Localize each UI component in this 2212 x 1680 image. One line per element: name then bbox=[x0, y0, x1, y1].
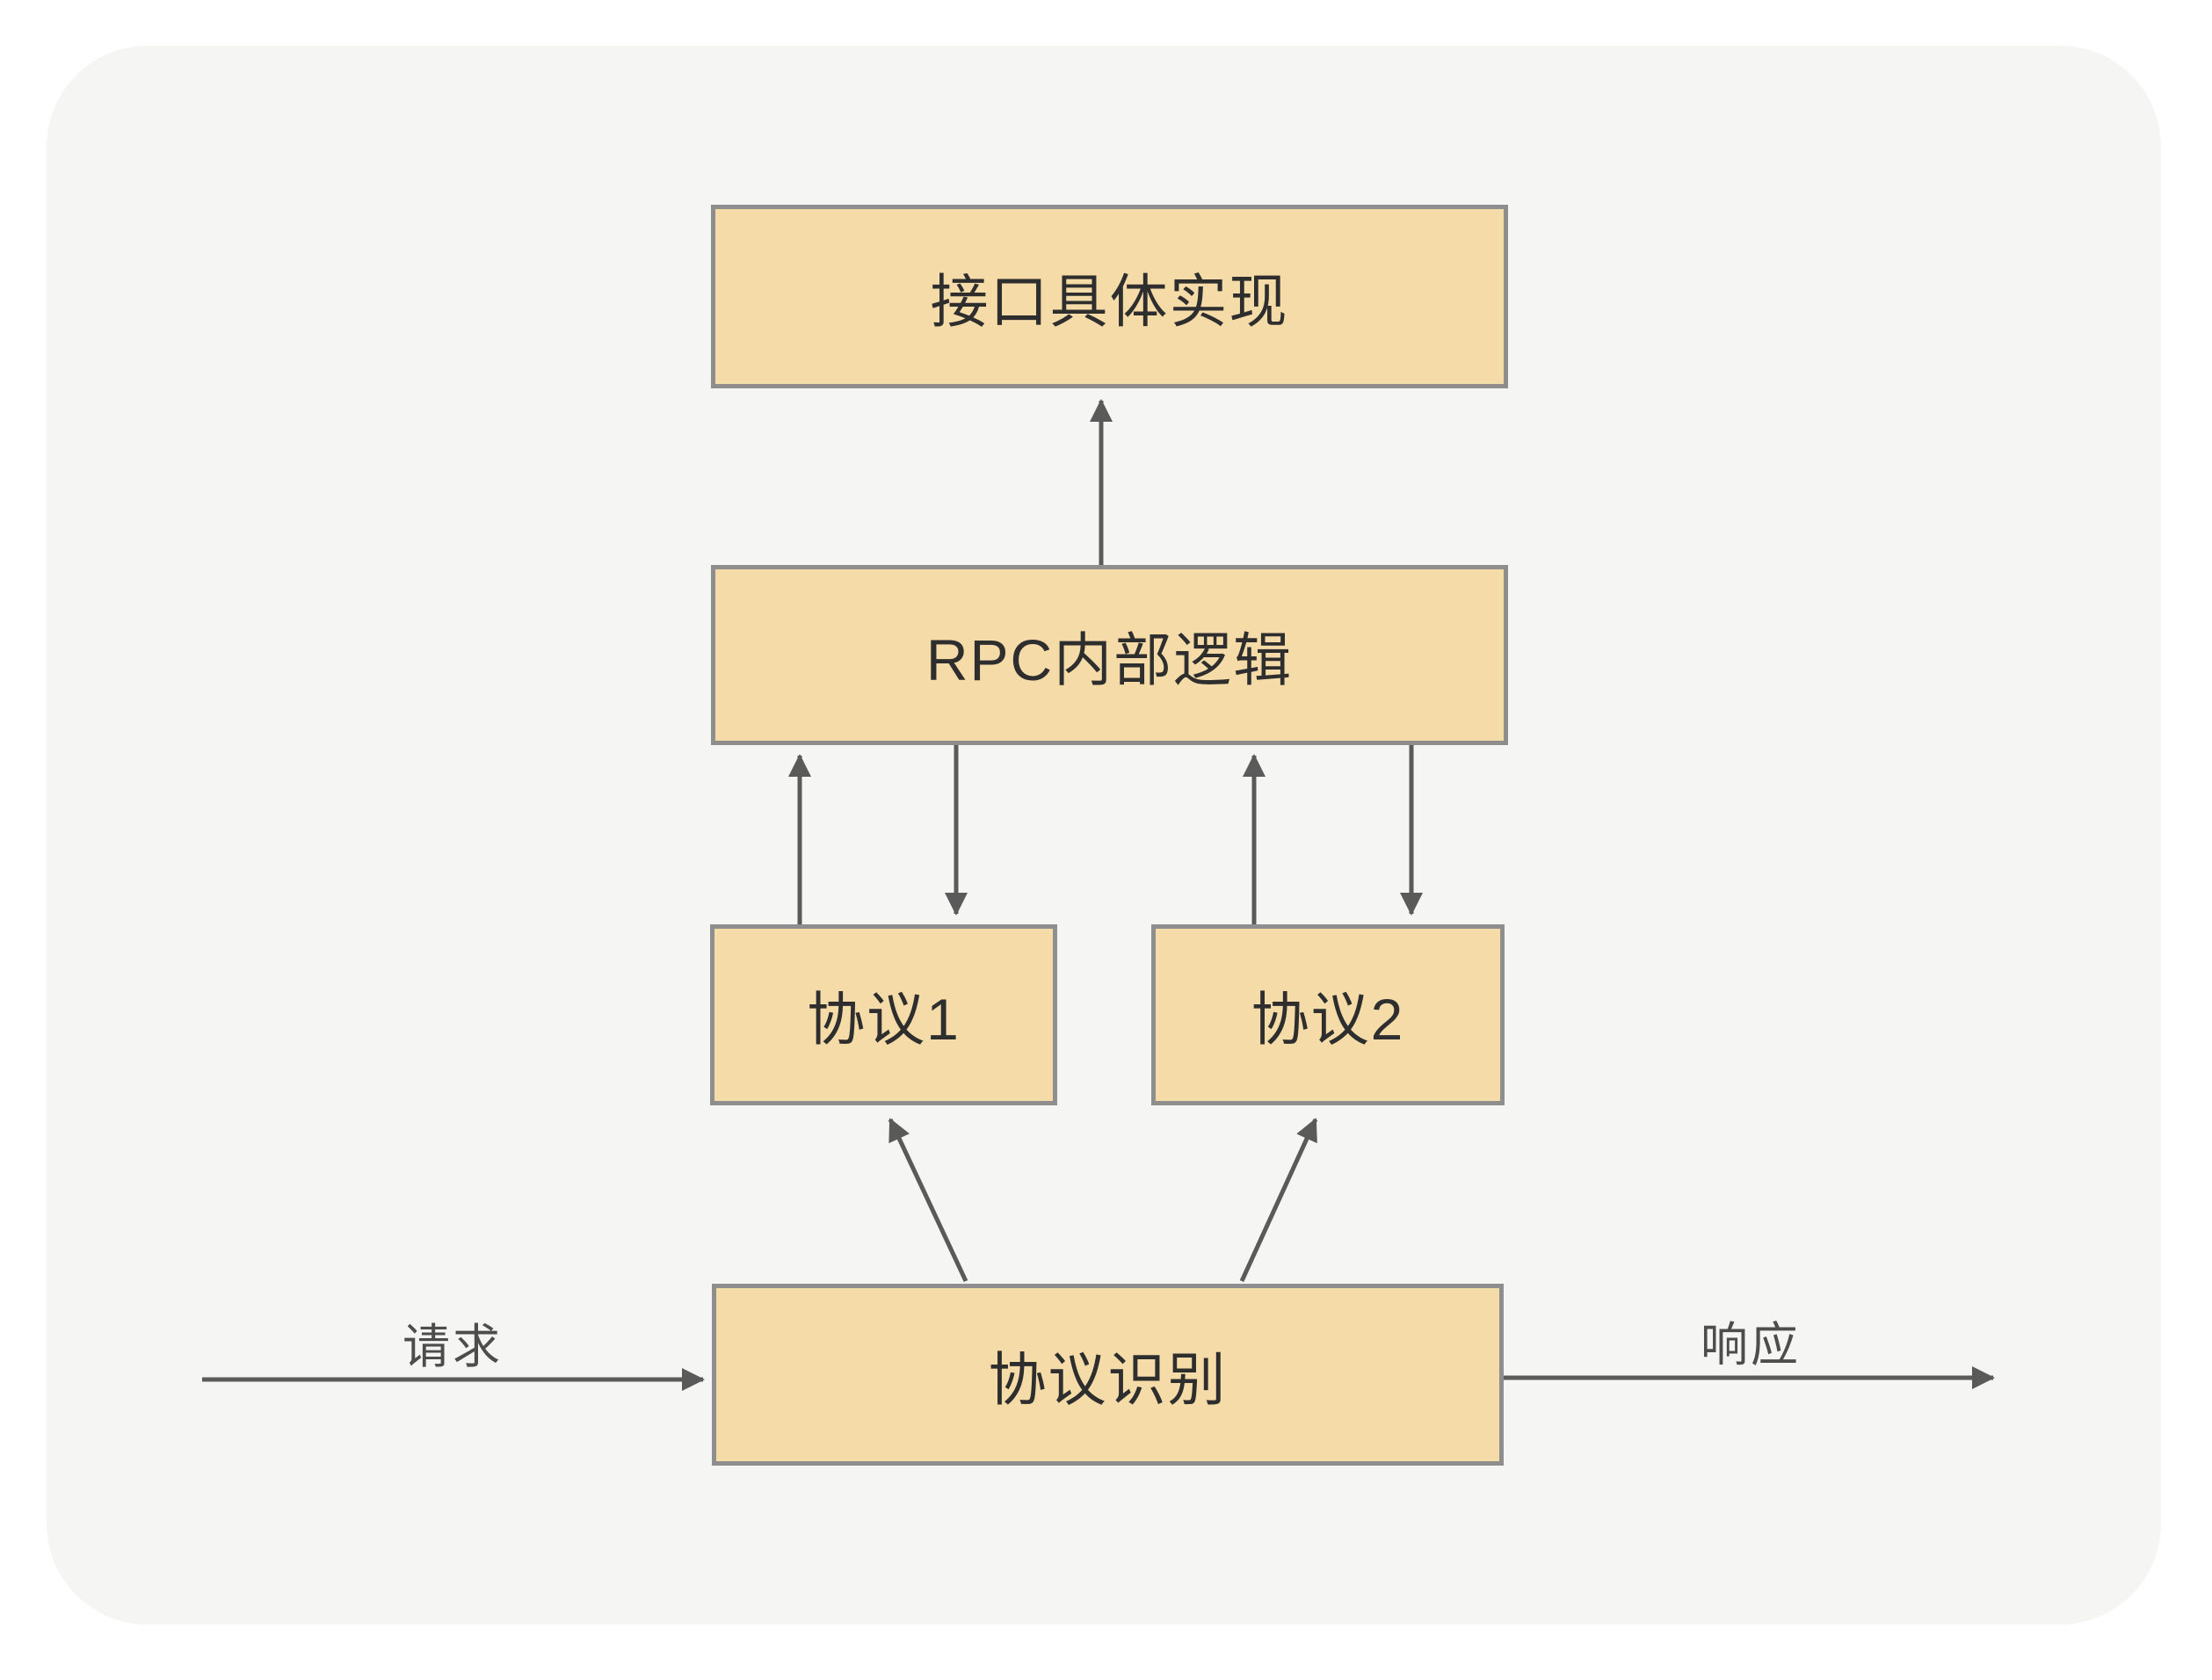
node-protocol-1-label: 协议1 bbox=[807, 987, 961, 1052]
node-interface-implementation-label: 接口具体实现 bbox=[930, 268, 1289, 334]
node-rpc-internal-logic: RPC内部逻辑 bbox=[711, 565, 1508, 745]
node-protocol-2-label: 协议2 bbox=[1251, 987, 1405, 1052]
node-protocol-recognition-label: 协议识别 bbox=[988, 1346, 1228, 1412]
node-protocol-1: 协议1 bbox=[710, 924, 1057, 1105]
request-flow-label: 请求 bbox=[403, 1321, 503, 1373]
response-flow-label: 响应 bbox=[1701, 1319, 1801, 1372]
node-protocol-recognition: 协议识别 bbox=[712, 1284, 1504, 1466]
node-protocol-2: 协议2 bbox=[1151, 924, 1505, 1105]
node-rpc-internal-logic-label: RPC内部逻辑 bbox=[925, 626, 1294, 692]
node-interface-implementation: 接口具体实现 bbox=[711, 205, 1508, 388]
